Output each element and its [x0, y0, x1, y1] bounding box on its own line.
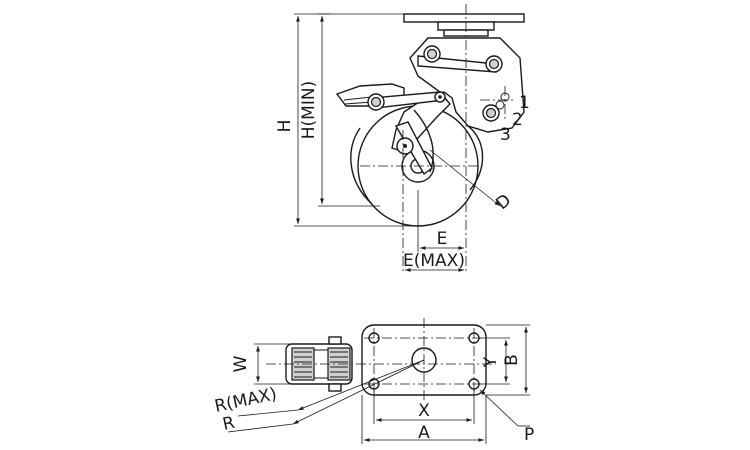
side-view: H H(MIN) D E E(MAX) 1 2 3 [275, 4, 530, 272]
r-max-line [297, 359, 425, 411]
e-max-label: E(MAX) [403, 251, 465, 271]
stem-cap-bottom [328, 383, 342, 392]
top-view: W Y B X A P R(MAX) R [213, 318, 534, 445]
r-line [292, 359, 425, 425]
bolt-pedal [367, 93, 385, 111]
adjust-label-3: 3 [500, 125, 511, 145]
x-label: X [418, 401, 430, 421]
diagonal-link [394, 121, 433, 176]
p-leader [479, 389, 519, 427]
h-min-label: H(MIN) [299, 81, 319, 139]
b-label: B [502, 354, 522, 366]
stem-cap-top [328, 336, 342, 345]
adjust-hole-3 [482, 104, 500, 122]
r-label: R [221, 413, 237, 435]
axle-bolt-center [403, 144, 407, 148]
p-label: P [524, 425, 534, 445]
d-leader [429, 149, 501, 207]
d-label: D [492, 190, 515, 214]
tire-arc [350, 127, 373, 205]
fork-outer-curve [467, 125, 484, 191]
bolt-upper-left [423, 45, 441, 63]
bolt-upper-right [485, 55, 503, 73]
adjust-label-2: 2 [512, 110, 523, 130]
a-label: A [418, 423, 430, 443]
r-max-label: R(MAX) [213, 384, 279, 417]
top-plate [403, 13, 525, 23]
adjust-label-1: 1 [519, 93, 530, 113]
e-label: E [437, 229, 448, 249]
adjust-hole-2 [495, 100, 505, 110]
w-label: W [231, 355, 251, 372]
y-label: Y [481, 356, 501, 368]
bolt-center [434, 91, 446, 103]
h-label: H [275, 120, 295, 133]
fork-inner-curve [413, 109, 434, 173]
